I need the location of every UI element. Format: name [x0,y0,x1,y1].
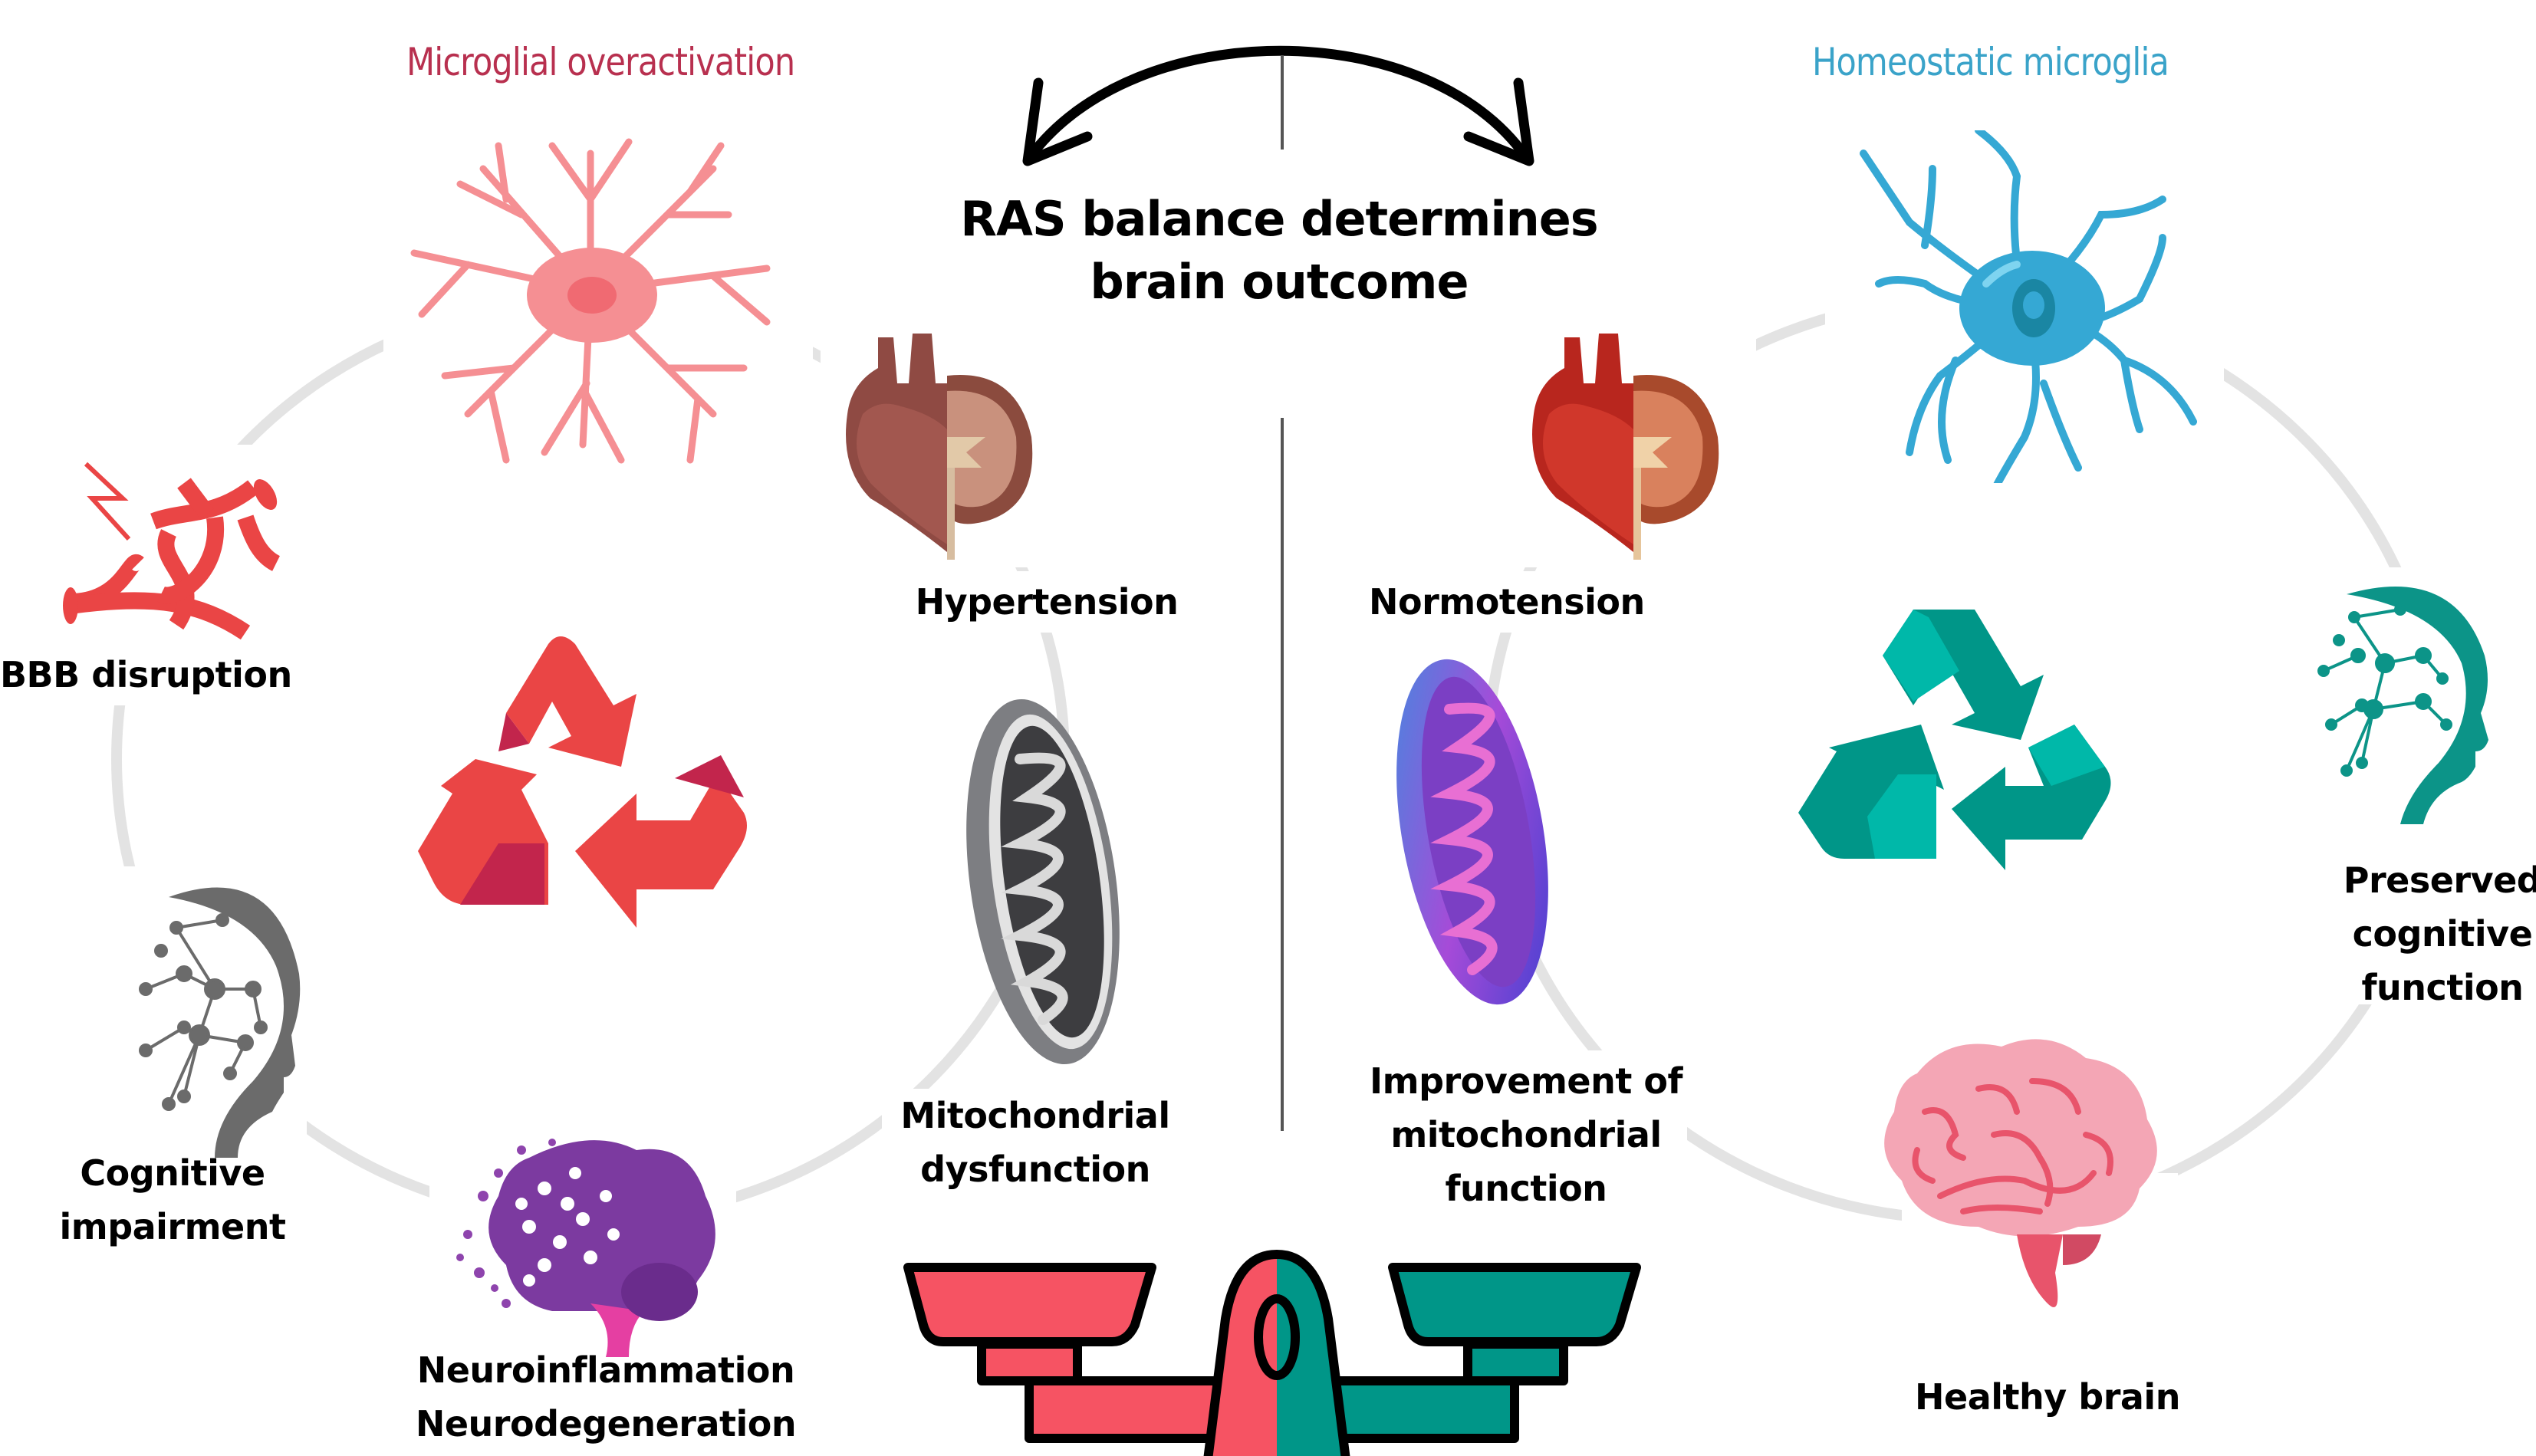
neurodegeneration-label: Neurodegeneration [415,1403,797,1444]
recycle-icon-teal [1798,610,2111,870]
heart-kidney-icon-hypertension [846,334,1033,560]
mito-dysfunction-line-2: dysfunction [920,1149,1150,1190]
homeostatic-microglia-icon [1860,130,2197,483]
head-network-icon-teal [2317,587,2488,824]
cognitive-impairment-label: Cognitive impairment [46,1146,299,1254]
heart-kidney-icon-normotension [1532,334,1719,560]
preserved-cognitive-label: Preserved cognitive function [2331,853,2536,1014]
right-header: Homeostatic microglia [1812,40,2169,84]
head-network-icon-gray [139,887,301,1158]
hypertension-label: Hypertension [915,581,1179,623]
mito-dysfunction-line-1: Mitochondrial [900,1095,1170,1136]
cognitive-impairment-line-1: Cognitive [80,1152,265,1194]
mito-improvement-line-1: Improvement of [1370,1060,1682,1102]
mito-improvement-line-2: mitochondrial [1390,1114,1662,1155]
left-header: Microglial overactivation [406,40,795,84]
title-line-2: brain outcome [1090,254,1469,310]
bbb-disruption-label: BBB disruption [0,654,292,695]
mitochondrion-icon-healthy [1396,659,1548,1005]
balance-scale-icon [903,1250,1641,1456]
mito-dysfunction-label: Mitochondrial dysfunction [882,1089,1189,1196]
healthy-brain-label: Healthy brain [1915,1376,2180,1418]
title-line-1: RAS balance determines [960,191,1598,247]
cognitive-impairment-line-2: impairment [59,1206,287,1247]
preserved-cognitive-line-1: Preserved [2343,859,2536,901]
preserved-cognitive-line-3: function [2361,967,2524,1008]
healthy-brain-icon [1884,1039,2157,1307]
blood-vessel-icon [63,462,281,640]
preserved-cognitive-line-2: cognitive [2352,913,2533,955]
neuro-label: Neuroinflammation Neurodegeneration [414,1343,798,1451]
activated-microglia-icon [410,138,771,464]
mito-improvement-line-3: function [1445,1168,1607,1209]
neuroinflammation-label: Neuroinflammation [416,1349,795,1391]
figure-title: RAS balance determines brain outcome [896,188,1663,314]
mito-improvement-label: Improvement of mitochondrial function [1365,1054,1687,1215]
mitochondrion-icon-gray [966,698,1120,1065]
normotension-label: Normotension [1369,581,1645,623]
recycle-icon-red [418,636,747,928]
double-headed-arrow-icon [1022,45,1534,166]
degenerating-brain-icon [456,1139,715,1357]
